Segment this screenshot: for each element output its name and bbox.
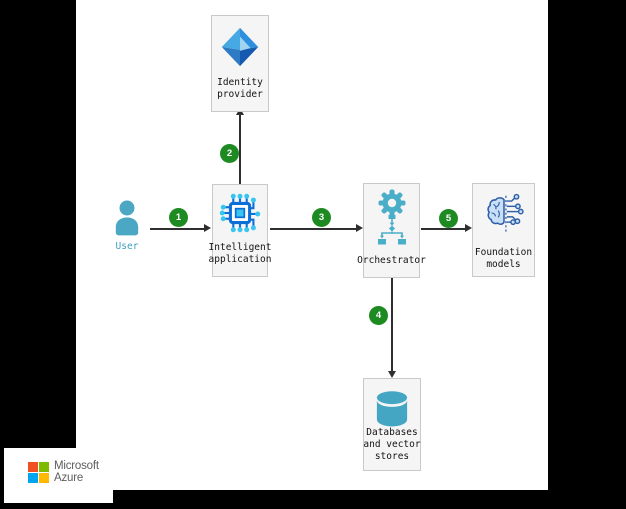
arrowhead-down-icon: [387, 371, 396, 378]
ms-square-red: [28, 462, 38, 472]
arrowhead-right-icon: [356, 224, 363, 232]
node-label: Foundation models: [474, 247, 533, 270]
step-badge-1: 1: [169, 208, 188, 227]
node-label: Intelligent application: [208, 242, 272, 265]
step-badge-3: 3: [312, 208, 331, 227]
database-cylinder-icon: [376, 391, 408, 427]
ms-square-green: [39, 462, 49, 472]
arrowhead-right-icon: [204, 224, 211, 232]
branding-text: Microsoft Azure: [54, 460, 99, 484]
arrow-application-to-identity: [239, 114, 241, 184]
arrow-user-to-application: [150, 228, 205, 230]
node-intelligent-application: Intelligent application: [209, 184, 271, 277]
branding-line-microsoft: Microsoft: [54, 460, 99, 472]
azure-identity-diamond-icon: [221, 27, 259, 67]
ms-square-yellow: [39, 473, 49, 483]
node-orchestrator: Orchestrator: [357, 183, 426, 278]
brain-circuit-icon: [486, 193, 524, 233]
gear-flowchart-icon: [377, 189, 406, 245]
node-databases-vector-stores: Databases and vector stores: [363, 378, 421, 471]
node-identity-provider: Identity provider: [211, 15, 269, 112]
branding-panel: [4, 448, 113, 503]
person-icon: [115, 200, 139, 236]
ms-square-blue: [28, 473, 38, 483]
step-badge-5: 5: [439, 209, 458, 228]
node-label: Identity provider: [217, 77, 263, 100]
diagram-canvas: [76, 0, 548, 490]
user-label: User: [115, 241, 139, 252]
arrow-orchestrator-to-databases: [391, 278, 393, 372]
node-label: Databases and vector stores: [363, 427, 421, 462]
step-badge-2: 2: [220, 144, 239, 163]
arrowhead-right-icon: [465, 224, 472, 232]
ai-chip-icon: [219, 193, 261, 233]
arrow-orchestrator-to-foundation: [421, 228, 466, 230]
node-foundation-models: Foundation models: [472, 183, 535, 277]
microsoft-logo-icon: [28, 462, 49, 483]
step-badge-4: 4: [369, 306, 388, 325]
arrow-application-to-orchestrator: [270, 228, 357, 230]
branding-line-azure: Azure: [54, 471, 84, 484]
node-label: Orchestrator: [357, 255, 426, 266]
